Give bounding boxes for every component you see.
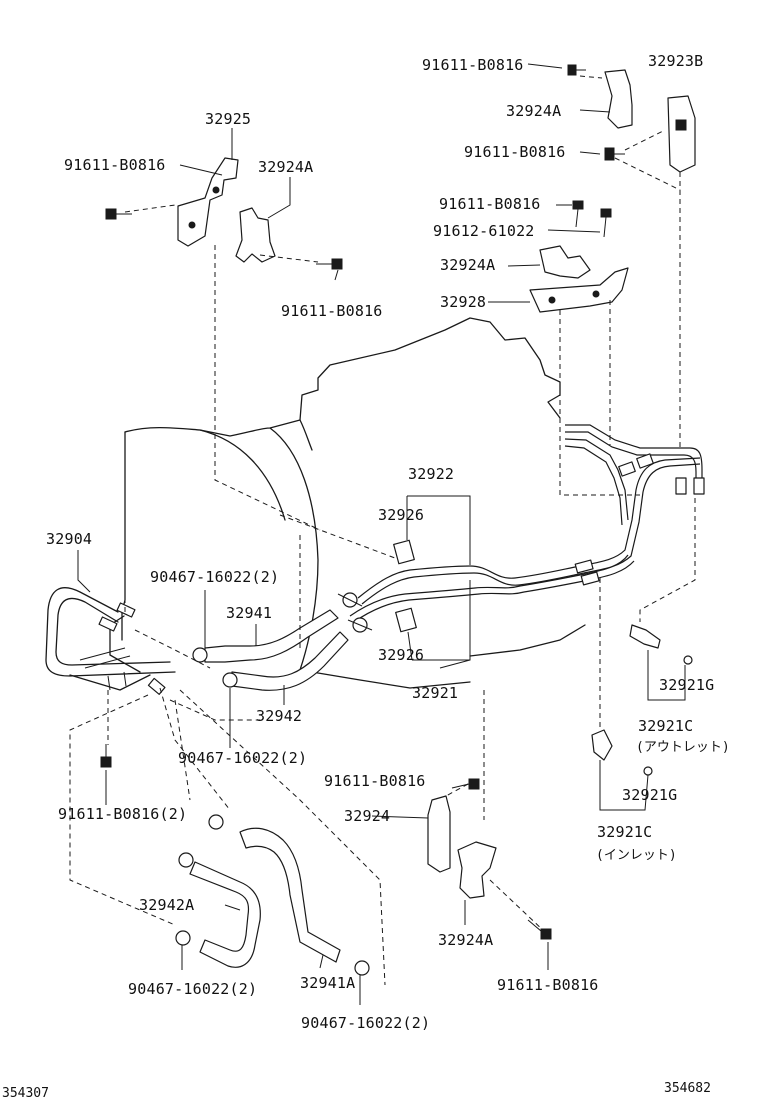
label-32921g-a: 32921G xyxy=(659,676,714,694)
code-right: 354682 xyxy=(664,1081,711,1096)
label-32942a: 32942A xyxy=(139,896,194,914)
label-32924: 32924 xyxy=(344,807,390,825)
label-32904: 32904 xyxy=(46,530,92,548)
label-outlet: (アウトレット) xyxy=(636,740,730,755)
clamp-32924A-bottom xyxy=(457,841,497,899)
label-32924a-left: 32924A xyxy=(258,158,313,176)
outlet-union-32921C xyxy=(629,624,661,649)
label-91611-b0816-left-bolt: 91611-B0816 xyxy=(281,302,383,320)
label-32924a-top-right: 32924A xyxy=(506,102,561,120)
hose-32942 xyxy=(231,631,349,691)
label-32925: 32925 xyxy=(205,110,251,128)
pipe-bundle-right xyxy=(564,424,705,586)
part-labels: 91611-B0816 32923B 32924A 91611-B0816 32… xyxy=(2,52,730,1101)
label-90467-16022-d: 90467-16022(2) xyxy=(301,1014,430,1032)
label-32928: 32928 xyxy=(440,293,486,311)
bracket-32925 xyxy=(177,157,239,247)
clamp-32924A-left xyxy=(235,207,276,263)
label-91611-b0816-left-top: 91611-B0816 xyxy=(64,156,166,174)
label-32926-bottom: 32926 xyxy=(378,646,424,664)
label-91611-b0816-mid-b: 91611-B0816 xyxy=(324,772,426,790)
label-32921c-b: 32921C xyxy=(597,823,652,841)
hose-clamps-lower xyxy=(175,814,370,976)
label-32941: 32941 xyxy=(226,604,272,622)
dashed-guide-lines xyxy=(69,75,696,986)
bracket-32923B xyxy=(667,95,696,173)
bracket-32928 xyxy=(529,267,629,313)
inlet-union-32921C xyxy=(591,729,613,761)
label-91611-b0816-right-2: 91611-B0816 xyxy=(464,143,566,161)
hose-clamps-upper xyxy=(192,592,373,688)
label-32921c-a: 32921C xyxy=(638,717,693,735)
clamp-32924A-mid xyxy=(539,245,591,279)
label-32941a: 32941A xyxy=(300,974,355,992)
cooler-pipe-32922 xyxy=(357,457,701,605)
label-91611-b0816-mid-a: 91611-B0816 xyxy=(439,195,541,213)
label-32921g-b: 32921G xyxy=(622,786,677,804)
label-32924a-bottom: 32924A xyxy=(438,931,493,949)
hose-32942A xyxy=(189,861,261,968)
label-32921: 32921 xyxy=(412,684,458,702)
label-32926-top: 32926 xyxy=(378,506,424,524)
clamp-32924A-top-right xyxy=(604,69,633,129)
tube-sleeve-32926-bottom xyxy=(395,607,417,633)
tube-sleeve-32926-top xyxy=(393,539,415,565)
label-inlet: (インレット) xyxy=(596,848,677,863)
label-90467-16022-c: 90467-16022(2) xyxy=(128,980,257,998)
label-91611-b0816-top-right: 91611-B0816 xyxy=(422,56,524,74)
label-32924a-mid: 32924A xyxy=(440,256,495,274)
label-32922: 32922 xyxy=(408,465,454,483)
transmission-case-outline xyxy=(121,317,586,689)
label-91611-b0816-x2: 91611-B0816(2) xyxy=(58,805,187,823)
oil-cooler-32904 xyxy=(45,587,176,695)
hose-32941 xyxy=(204,609,339,663)
label-32923b: 32923B xyxy=(648,52,703,70)
code-left: 354307 xyxy=(2,1086,49,1101)
label-90467-16022-b: 90467-16022(2) xyxy=(178,749,307,767)
hose-32941A xyxy=(239,827,341,963)
leader-lines xyxy=(77,63,686,1005)
label-90467-16022-a: 90467-16022(2) xyxy=(150,568,279,586)
label-32942: 32942 xyxy=(256,707,302,725)
label-91612-61022: 91612-61022 xyxy=(433,222,535,240)
bracket-32924 xyxy=(427,795,451,873)
label-91611-b0816-bottom: 91611-B0816 xyxy=(497,976,599,994)
bolts xyxy=(100,64,625,940)
